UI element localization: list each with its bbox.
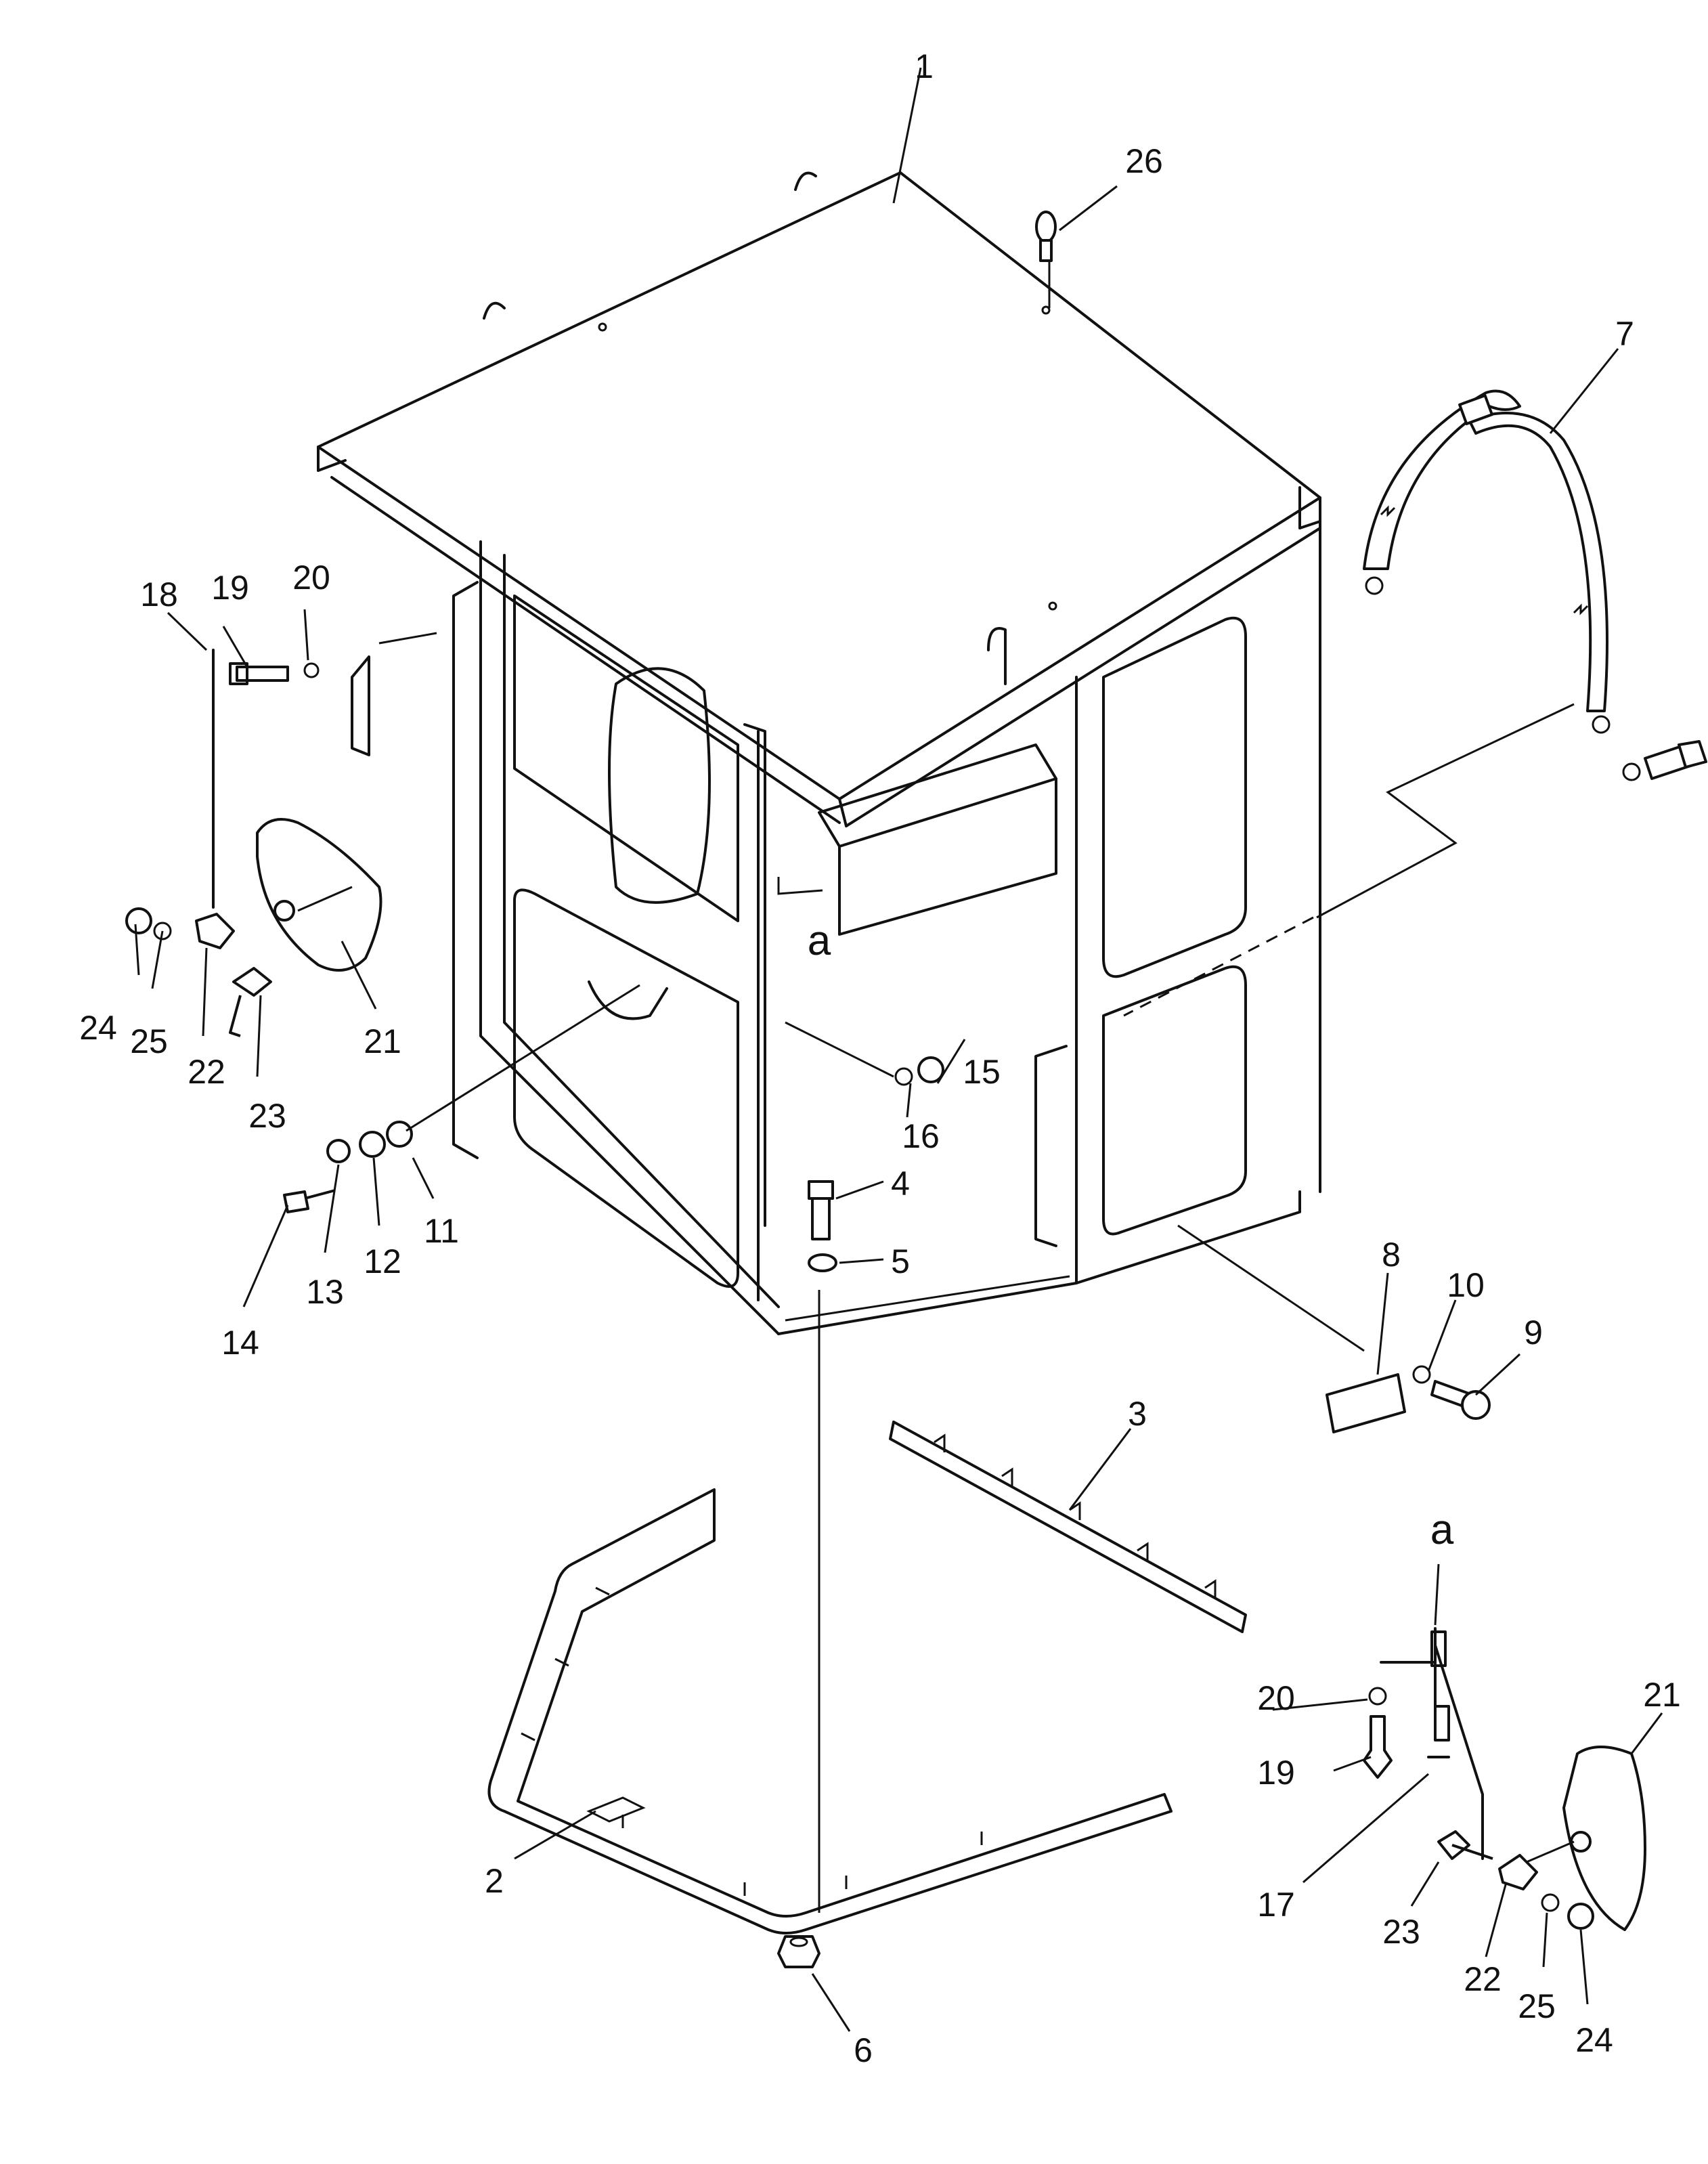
callout-15: 15 [963,1053,1001,1091]
mirror-bracket-17 [1380,1627,1484,1860]
callout-6: 6 [854,2031,873,2069]
washer-5 [808,1253,837,1272]
plate-8 [1326,1373,1406,1433]
eyebolt-26 [1035,211,1057,262]
callout-18: 18 [140,576,178,613]
callout-9: 9 [1524,1314,1543,1351]
callout-13: 13 [306,1273,344,1311]
callout-1: 1 [915,47,934,85]
bolt-19 [1363,1715,1393,1779]
callout-24: 24 [79,1009,117,1047]
nut-24 [125,907,152,934]
side-handrail [1034,1045,1068,1247]
mirror-clamp-22 [1498,1854,1538,1890]
callout-5: 5 [891,1242,910,1280]
belt-bolt [1644,740,1707,780]
belt-washer [1622,762,1641,781]
callout-26: 26 [1125,142,1163,180]
callout-22b: 22 [1464,1960,1502,1998]
washer-13 [326,1139,351,1163]
callout-23: 23 [248,1097,286,1135]
roof-lug-icon [987,627,1007,685]
bolt-9 [1430,1380,1491,1420]
cab-roof [317,171,1321,800]
bolt-14 [283,1189,336,1213]
roof-lug-icon [483,301,506,320]
callout-20: 20 [292,559,330,597]
washer-25 [1541,1893,1560,1912]
callout-17: 17 [1257,1886,1295,1924]
callout-19: 19 [211,569,249,607]
washer-10 [1412,1365,1431,1384]
callout-leaders [134,67,1663,2032]
right-mirror-assembly [1363,1627,1646,1931]
floor-seal-2 [487,1488,1173,1934]
side-lower-window [1102,965,1247,1236]
callout-24b: 24 [1575,2021,1613,2059]
bolt-19 [229,662,289,685]
left-handrail [452,581,479,1159]
callout-25: 25 [130,1022,168,1060]
seat-belt [1363,389,1611,734]
callout-7: 7 [1615,315,1634,353]
callout-10: 10 [1447,1266,1485,1304]
washer-16 [894,1067,913,1086]
washer-25 [153,922,172,940]
cab-floor-frame [777,1190,1301,1335]
nut-24 [1567,1903,1594,1930]
callout-3: 3 [1128,1395,1147,1433]
callout-25b: 25 [1518,1987,1556,2025]
floor-bolt-4 [808,1180,834,1240]
mirror-21 [256,818,382,972]
bolt-23 [1437,1830,1493,1860]
nut-15 [917,1056,944,1083]
interior-seat [608,667,711,904]
callout-14: 14 [221,1324,259,1362]
washer-20 [303,662,320,678]
callout-4: 4 [891,1165,910,1203]
floor-seal-3 [889,1421,1247,1633]
washer-20 [1368,1687,1387,1706]
callout-labels: 1 2 3 4 5 6 7 8 9 10 11 12 13 14 15 16 1… [79,47,1681,2069]
callout-19b: 19 [1257,1754,1295,1792]
callout-21: 21 [364,1022,401,1060]
callout-2: 2 [485,1862,504,1900]
mirror-clamp-22 [195,913,235,949]
roof-lug-icon [794,171,817,191]
center-handrail [743,723,766,1227]
callout-12: 12 [364,1242,401,1280]
front-lower-window [513,888,739,1288]
washer-11 [386,1121,413,1148]
nut-6 [777,1935,820,1968]
mirror-21 [1562,1746,1646,1931]
side-upper-window [1102,616,1247,978]
cab-body [317,171,1321,1335]
bolt-23 [229,967,272,1037]
callout-22: 22 [188,1053,225,1091]
reference-mark-a: a [808,917,831,964]
left-mirror-assembly [125,649,382,1037]
callout-20b: 20 [1257,1679,1295,1717]
callout-23b: 23 [1382,1913,1420,1951]
callout-11: 11 [424,1212,459,1250]
front-upper-window [513,594,739,922]
callout-8: 8 [1382,1236,1401,1274]
lower-left-fasteners [283,984,640,1213]
reference-mark-a: a [1430,1507,1454,1553]
washer-12 [359,1131,386,1158]
callout-16: 16 [902,1117,940,1155]
callout-21b: 21 [1643,1676,1681,1714]
